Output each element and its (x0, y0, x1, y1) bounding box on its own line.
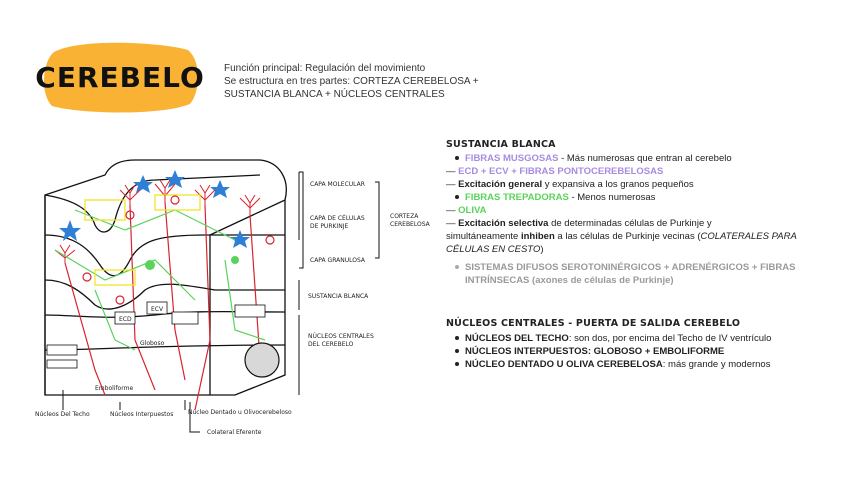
sustancia-label: SUSTANCIA BLANCA (308, 293, 369, 300)
capa-molecular: CAPA MOLECULAR (310, 181, 365, 188)
purkinje-stars (59, 170, 250, 248)
intro-line: SUSTANCIA BLANCA + NÚCLEOS CENTRALES (224, 89, 445, 100)
list-item: — Excitación general y expansiva a los g… (446, 179, 694, 190)
ecv-label: ECV (151, 306, 164, 313)
title-badge (40, 40, 200, 115)
globoso-label: Globoso (140, 340, 165, 347)
list-item: — OLIVA (446, 205, 487, 216)
bullet-icon (455, 349, 459, 354)
list-item: — Excitación selectiva de determinadas c… (446, 218, 712, 229)
corteza-2: CEREBELOSA (390, 221, 431, 228)
list-item: — ECD + ECV + FIBRAS PONTOCEREBELOSAS (446, 166, 664, 177)
list-item: SISTEMAS DIFUSOS SEROTONINÉRGICOS + ADRE… (455, 261, 795, 274)
bullet-icon (455, 265, 459, 270)
list-item: FIBRAS MUSGOSAS - Más numerosas que entr… (455, 152, 732, 165)
nucleos-interpuestos-label: Núcleos Interpuestos (110, 411, 173, 418)
dentate-nucleus (244, 342, 280, 378)
nucleo-dentado-label: Núcleo Dentado u Olivocerebeloso (188, 409, 292, 416)
list-item: FIBRAS TREPADORAS - Menos numerosas (455, 191, 655, 204)
intro-line: Se estructura en tres partes: CORTEZA CE… (224, 76, 479, 87)
nucleos-techo-label: Núcleos Del Techo (35, 411, 90, 418)
emboliforme-label: Emboliforme (95, 385, 133, 392)
colateral-label: Colateral Eferente (207, 429, 262, 436)
list-item: NÚCLEO DENTADO U OLIVA CEREBELOSA: más g… (455, 358, 770, 371)
list-item: simultáneamente inhiben a las células de… (446, 231, 797, 242)
list-item: NÚCLEOS INTERPUESTOS: GLOBOSO + EMBOLIFO… (455, 345, 724, 358)
intro-text: Función principal: Regulación del movimi… (224, 62, 479, 101)
sustancia-heading: SUSTANCIA BLANCA (446, 139, 556, 150)
capa-granulosa: CAPA GRANULOSA (310, 257, 366, 264)
list-item: CÉLULAS EN CESTO) (446, 244, 544, 255)
intro-line: Función principal: Regulación del movimi… (224, 63, 426, 74)
bullet-icon (455, 336, 459, 341)
capa-purkinje-2: DE PURKINJE (310, 223, 348, 230)
list-item: NÚCLEOS DEL TECHO: son dos, por encima d… (455, 332, 771, 345)
capa-purkinje-1: CAPA DE CÉLULAS (310, 214, 365, 222)
nucleos-1: NÚCLEOS CENTRALES (308, 333, 374, 340)
cerebellum-diagram: ECD ECV Globoso Emboliforme Núcleos Del … (35, 159, 431, 436)
bullet-icon (455, 156, 459, 161)
page-title: CEREBELO (35, 61, 205, 94)
purkinje-dendrites (54, 179, 261, 263)
nucleos-heading: NÚCLEOS CENTRALES - PUERTA DE SALIDA CER… (446, 318, 741, 329)
corteza-1: CORTEZA (390, 213, 419, 220)
list-item: INTRÍNSECAS (axones de células de Purkin… (465, 275, 674, 286)
nucleos-2: DEL CEREBELO (308, 341, 354, 348)
bullet-icon (455, 362, 459, 367)
bullet-icon (455, 195, 459, 200)
ecd-label: ECD (119, 316, 132, 323)
